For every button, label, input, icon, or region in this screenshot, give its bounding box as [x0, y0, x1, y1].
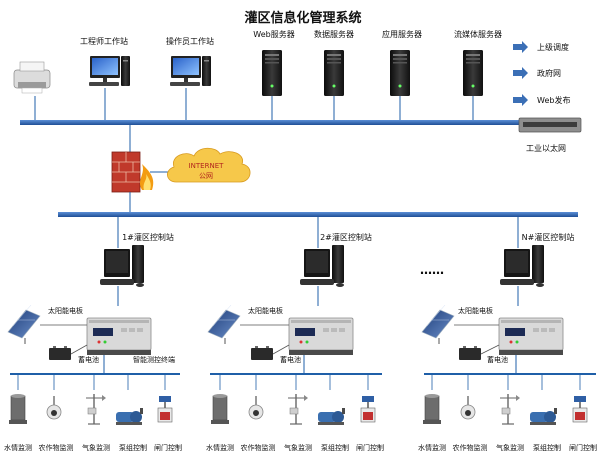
station-n-sensor-gate: 闸门控制: [569, 443, 597, 452]
middle-bus: [58, 212, 578, 217]
control-station-1: 1#灌区控制站 太阳能电板 蓄电池 智能测控终端 水情监测 农作物监测 气象监测…: [4, 217, 182, 452]
station-1-sensor-pump: 泵组控制: [119, 443, 147, 452]
station-2-sensor-water: 水情监测: [206, 443, 234, 452]
workstation-operator-label: 操作员工作站: [166, 36, 214, 46]
arrow-right-icon: [513, 67, 528, 79]
station-2-pump-icon: [318, 408, 345, 425]
station-1-field-bus: [10, 373, 180, 375]
station-1-sensor-weather: 气象监测: [82, 443, 110, 452]
station-2-solar-label: 太阳能电板: [248, 306, 283, 315]
station-2-weather-icon: [287, 393, 309, 425]
station-2-battery-icon: [251, 346, 273, 360]
station-1-controller-label: 智能测控终端: [133, 355, 175, 364]
station-n-controller-icon: [498, 317, 564, 356]
internet-label: INTERNET: [189, 162, 225, 170]
server-app-label: 应用服务器: [382, 29, 422, 39]
station-1-label: 1#灌区控制站: [122, 232, 174, 242]
station-2-controller-icon: [288, 317, 354, 356]
output-web-publish-label: Web发布: [537, 95, 570, 105]
station-n-gate-icon: [572, 395, 588, 423]
station-n-solar-icon: [421, 304, 455, 345]
server-data-label: 数据服务器: [314, 29, 354, 39]
output-superior-dispatch-label: 上级调度: [537, 42, 569, 52]
station-1-battery-label: 蓄电池: [78, 355, 99, 364]
station-n-field-bus: [424, 373, 596, 375]
cloud-icon: [167, 147, 251, 183]
station-1-solar-label: 太阳能电板: [48, 306, 83, 315]
firewall-icon: [111, 151, 154, 193]
station-2-sensor-weather: 气象监测: [284, 443, 312, 452]
station-2-battery-label: 蓄电池: [280, 355, 301, 364]
station-1-gate-icon: [157, 395, 173, 423]
station-n-weather-icon: [499, 393, 521, 425]
station-1-camera-icon: [46, 395, 62, 420]
station-2-gate-icon: [360, 395, 376, 423]
station-n-pump-icon: [530, 408, 557, 425]
server-app-icon: [390, 50, 410, 96]
station-1-weather-icon: [85, 393, 107, 425]
ethernet-switch: 工业以太网: [518, 117, 582, 153]
printer-icon: [13, 61, 51, 94]
firewall: [111, 151, 154, 193]
workstation-operator: 操作员工作站: [166, 36, 214, 86]
workstation-engineer: 工程师工作站: [80, 36, 130, 86]
output-government-net: 政府网: [513, 67, 561, 79]
diagram-title: 灌区信息化管理系统: [244, 10, 361, 26]
arrow-right-icon: [513, 94, 528, 106]
station-1-pump-icon: [116, 408, 143, 425]
workstation-engineer-icon: [89, 56, 130, 86]
station-2-camera-icon: [248, 395, 264, 420]
station-2-sensor-crop: 农作物监测: [241, 443, 276, 452]
station-n-sensor-pump: 泵组控制: [533, 443, 561, 452]
server-web-icon: [262, 50, 282, 96]
station-2-field-bus: [210, 373, 382, 375]
output-government-net-label: 政府网: [537, 68, 561, 78]
station-2-pc-icon: [300, 245, 344, 287]
arrow-right-icon: [513, 41, 528, 53]
station-n-battery-label: 蓄电池: [487, 355, 508, 364]
server-data: 数据服务器: [314, 29, 354, 96]
ethernet-label: 工业以太网: [526, 143, 566, 153]
server-app: 应用服务器: [382, 29, 422, 96]
station-1-controller-icon: [86, 317, 152, 356]
workstation-operator-icon: [170, 56, 211, 86]
control-station-n: N#灌区控制站 太阳能电板 蓄电池 水情监测 农作物监测 气象监测 泵组控制 闸…: [418, 217, 597, 452]
station-1-pc-icon: [100, 245, 144, 287]
station-2-sensor-gate: 闸门控制: [356, 443, 384, 452]
workstation-engineer-label: 工程师工作站: [80, 36, 128, 46]
server-media-label: 流媒体服务器: [454, 29, 502, 39]
station-1-sensor-water: 水情监测: [4, 443, 32, 452]
server-web-label: Web服务器: [253, 29, 294, 39]
station-n-label: N#灌区控制站: [522, 232, 575, 242]
station-n-battery-icon: [459, 346, 481, 360]
server-media: 流媒体服务器: [454, 29, 502, 96]
internet-cloud: INTERNET 公网: [167, 147, 251, 183]
station-ellipsis: ……: [420, 263, 444, 277]
station-n-sensor-weather: 气象监测: [496, 443, 524, 452]
station-2-water-icon: [210, 393, 230, 425]
station-2-solar-icon: [207, 304, 241, 345]
output-web-publish: Web发布: [513, 94, 570, 106]
station-1-sensor-gate: 闸门控制: [154, 443, 182, 452]
public-net-label: 公网: [199, 172, 213, 180]
server-data-icon: [324, 50, 344, 96]
server-web: Web服务器: [253, 29, 295, 96]
station-2-label: 2#灌区控制站: [320, 232, 372, 242]
station-n-solar-label: 太阳能电板: [458, 306, 493, 315]
server-media-icon: [463, 50, 483, 96]
station-1-solar-icon: [7, 304, 41, 345]
control-station-2: 2#灌区控制站 太阳能电板 蓄电池 水情监测 农作物监测 气象监测 泵组控制 闸…: [206, 217, 384, 452]
station-n-water-icon: [422, 393, 442, 425]
station-n-pc-icon: [500, 245, 544, 287]
station-1-water-icon: [8, 393, 28, 425]
station-2-sensor-pump: 泵组控制: [321, 443, 349, 452]
output-superior-dispatch: 上级调度: [513, 41, 569, 53]
top-bus: [20, 120, 522, 125]
station-1-sensor-crop: 农作物监测: [39, 443, 74, 452]
station-n-camera-icon: [460, 395, 476, 420]
station-n-sensor-water: 水情监测: [418, 443, 446, 452]
station-n-sensor-crop: 农作物监测: [453, 443, 488, 452]
station-1-battery-icon: [49, 346, 71, 360]
